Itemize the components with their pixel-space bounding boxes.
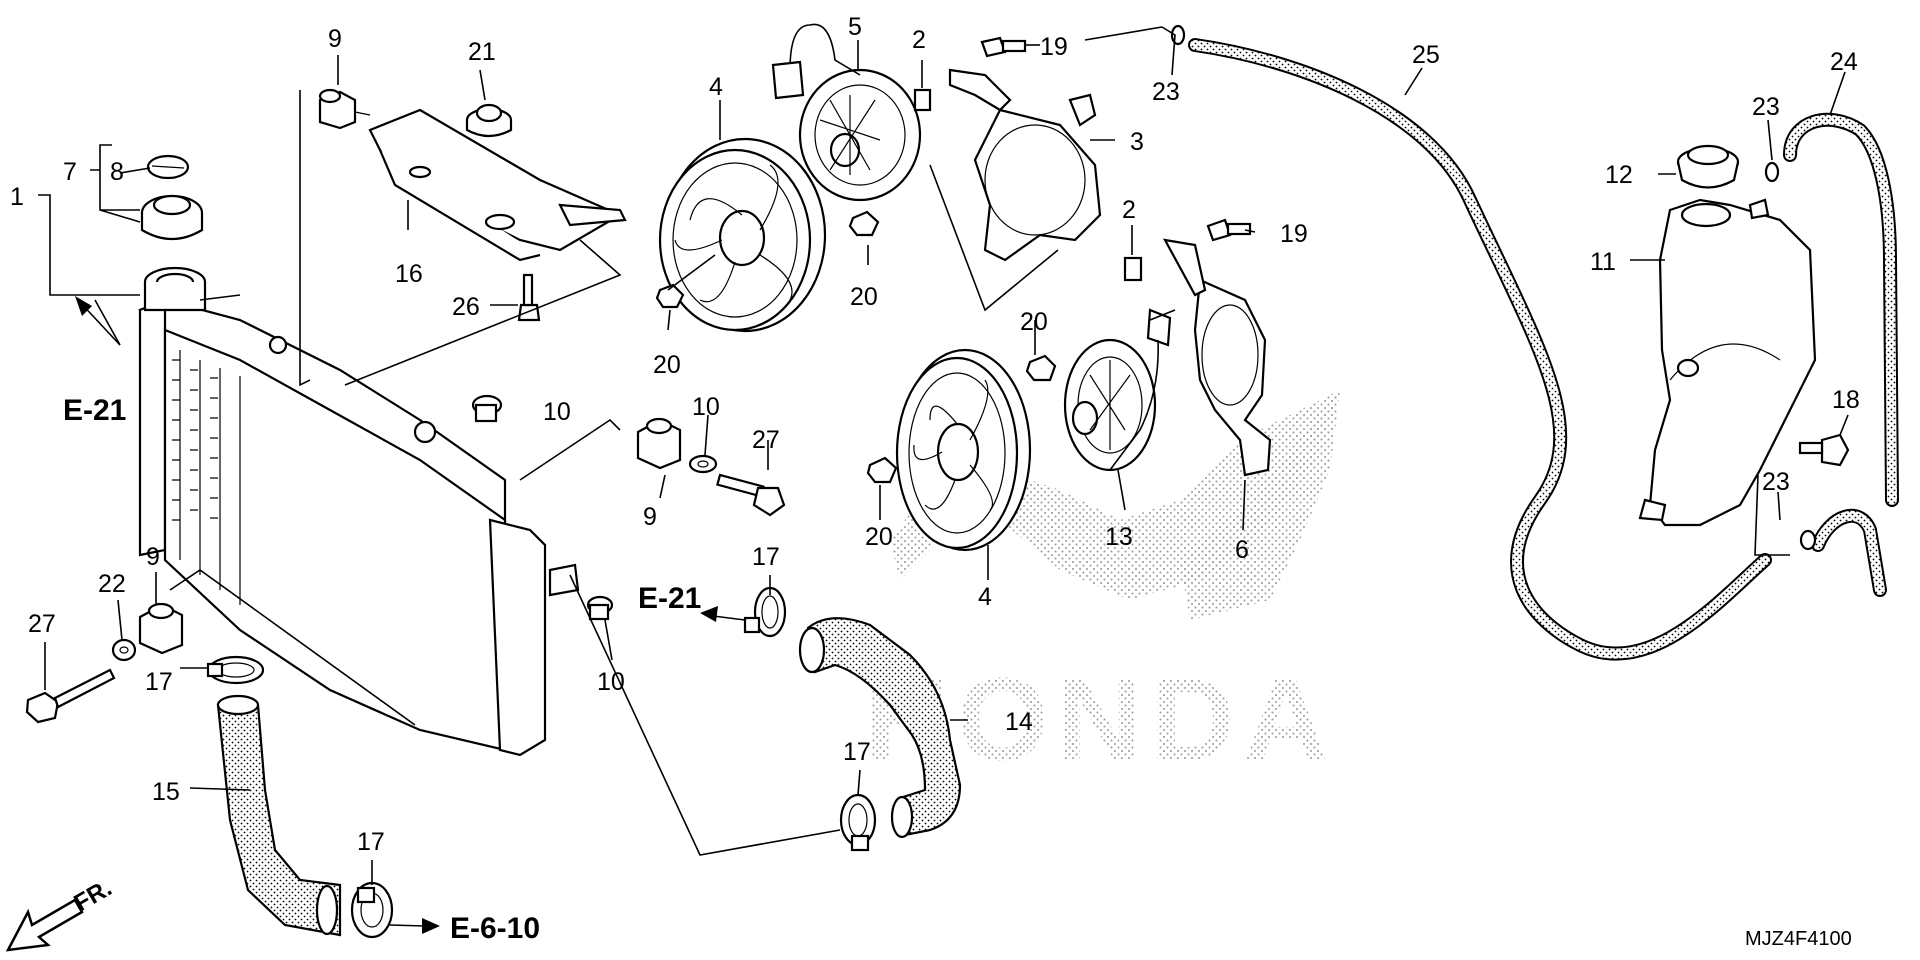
callout-labels: 1 7 8 9 21 16 26 4 5 2 19 23 3 20 20 2 1… — [10, 13, 1860, 856]
callout-10: 10 — [597, 668, 625, 696]
collar-10a — [471, 394, 503, 423]
ref-arrow-e610 — [389, 918, 440, 934]
callout-23: 23 — [1752, 93, 1780, 121]
rubber-mount-mid — [636, 417, 682, 470]
collar — [913, 88, 932, 112]
callout-20: 20 — [865, 523, 893, 551]
callout-1: 1 — [10, 183, 24, 211]
rubber-mount-lower — [138, 602, 184, 655]
clip-23c — [1799, 529, 1817, 551]
reference-e21-left: E-21 — [63, 394, 126, 427]
callout-15: 15 — [152, 778, 180, 806]
clip-23b — [1764, 161, 1780, 183]
fan-upper — [658, 137, 827, 333]
callout-25: 25 — [1412, 41, 1440, 69]
fan-lower — [895, 348, 1032, 552]
callout-4: 4 — [709, 73, 723, 101]
bolt-19 — [980, 36, 1027, 58]
callout-7: 7 — [63, 158, 77, 186]
callout-20: 20 — [850, 283, 878, 311]
fan-motor-upper — [771, 23, 922, 202]
callout-9: 9 — [328, 25, 342, 53]
callout-24: 24 — [1830, 48, 1858, 76]
callout-17: 17 — [145, 668, 173, 696]
callout-13: 13 — [1105, 523, 1133, 551]
hose-15 — [216, 694, 342, 937]
washer — [111, 638, 137, 662]
reference-e610: E-6-10 — [450, 912, 540, 945]
nut-20 — [848, 210, 880, 237]
fan-shroud-upper — [948, 68, 1102, 262]
bolt-27-mid — [716, 473, 786, 517]
hose-14 — [798, 617, 962, 839]
callout-27: 27 — [28, 610, 56, 638]
callout-2: 2 — [1122, 196, 1136, 224]
callout-22: 22 — [98, 570, 126, 598]
callout-16: 16 — [395, 260, 423, 288]
callout-2: 2 — [912, 26, 926, 54]
fan-motor-lower — [1063, 308, 1172, 472]
hose-24 — [1783, 112, 1899, 507]
reserve-cap — [1676, 144, 1740, 189]
ref-arrow-e21-left — [75, 296, 121, 346]
callout-12: 12 — [1605, 161, 1633, 189]
collar-10c — [586, 595, 614, 621]
nut-20d — [866, 456, 898, 484]
callout-10: 10 — [543, 398, 571, 426]
drain-hose — [1811, 508, 1887, 597]
callout-10: 10 — [692, 393, 720, 421]
hose-25 — [1188, 38, 1772, 661]
grommet — [465, 103, 513, 138]
rubber-mount — [318, 88, 371, 130]
bolt-19b — [1206, 218, 1252, 242]
clamp-17a — [206, 655, 265, 685]
bolt-27-lower — [25, 668, 116, 724]
callout-26: 26 — [452, 293, 480, 321]
callout-20: 20 — [653, 351, 681, 379]
callout-11: 11 — [1590, 248, 1616, 276]
clamp-17d — [350, 881, 394, 939]
leader-lines — [38, 26, 1849, 885]
callout-8: 8 — [110, 158, 124, 186]
callout-18: 18 — [1832, 386, 1860, 414]
callout-17: 17 — [843, 738, 871, 766]
ref-arrow-e21-mid — [700, 606, 746, 622]
callout-5: 5 — [848, 13, 862, 41]
nut-20b — [655, 283, 685, 309]
callout-19: 19 — [1280, 220, 1308, 248]
bolt-18 — [1798, 433, 1850, 467]
callout-20: 20 — [1020, 308, 1048, 336]
collar-10b — [688, 454, 718, 474]
callout-23: 23 — [1762, 468, 1790, 496]
callout-17: 17 — [357, 828, 385, 856]
collar-2b — [1123, 256, 1143, 282]
mounting-bracket — [368, 108, 627, 262]
radiator — [138, 266, 580, 757]
fan-shroud-lower — [1162, 238, 1272, 477]
radiator-cap — [140, 194, 204, 240]
callout-27: 27 — [752, 426, 780, 454]
nut-20c — [1025, 354, 1057, 382]
callout-4: 4 — [978, 583, 992, 611]
diagram-code: MJZ4F4100 — [1745, 928, 1852, 950]
callout-9: 9 — [643, 503, 657, 531]
callout-14: 14 — [1005, 708, 1033, 736]
callout-9: 9 — [146, 543, 160, 571]
cap-seal — [146, 154, 190, 180]
callout-21: 21 — [468, 38, 496, 66]
reference-e21-mid: E-21 — [638, 582, 701, 615]
callout-17: 17 — [752, 543, 780, 571]
clamp-17c — [839, 793, 877, 852]
callout-6: 6 — [1235, 536, 1249, 564]
clamp-17b — [743, 586, 787, 638]
callout-19: 19 — [1040, 33, 1068, 61]
bolt — [517, 273, 541, 322]
reserve-tank — [1638, 198, 1817, 527]
callout-3: 3 — [1130, 128, 1144, 156]
front-arrow-icon — [5, 898, 84, 952]
callout-23: 23 — [1152, 78, 1180, 106]
